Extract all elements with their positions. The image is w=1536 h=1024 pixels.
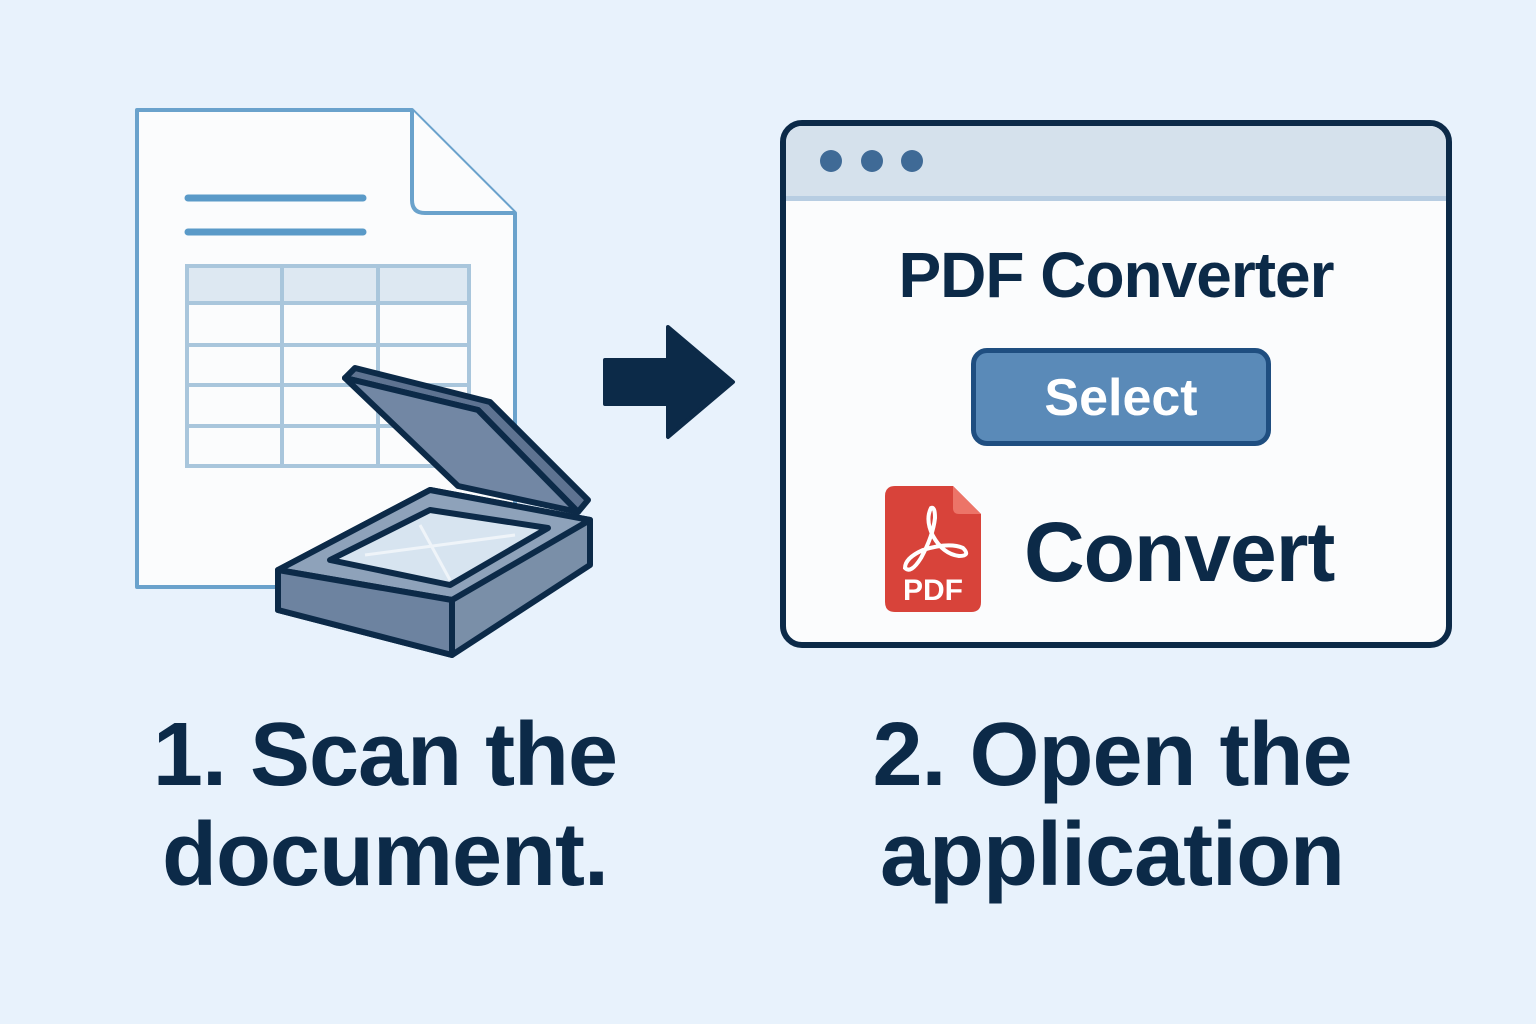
app-window: PDF Converter Select PDF Convert — [780, 120, 1452, 648]
step-2-caption: 2. Open the application — [812, 705, 1412, 905]
document-icon — [135, 108, 517, 589]
app-title: PDF Converter — [898, 239, 1334, 311]
window-dot-icon[interactable] — [820, 150, 842, 172]
step-1-line1: 1. Scan the — [152, 705, 618, 805]
window-dot-icon[interactable] — [861, 150, 883, 172]
pdf-file-icon[interactable]: PDF — [883, 480, 985, 616]
pdf-icon-label: PDF — [903, 574, 963, 607]
step-2-line1: 2. Open the — [872, 705, 1352, 805]
arrow-right-icon — [603, 325, 735, 439]
step-1-caption: 1. Scan the document. — [85, 705, 685, 905]
scanner-icon — [275, 365, 593, 658]
step-2-line2: application — [879, 805, 1345, 905]
window-dot-icon[interactable] — [901, 150, 923, 172]
window-titlebar — [786, 126, 1446, 201]
step-1-line2: document. — [161, 805, 609, 905]
convert-button[interactable]: Convert — [1024, 505, 1335, 599]
select-button[interactable]: Select — [971, 348, 1271, 446]
